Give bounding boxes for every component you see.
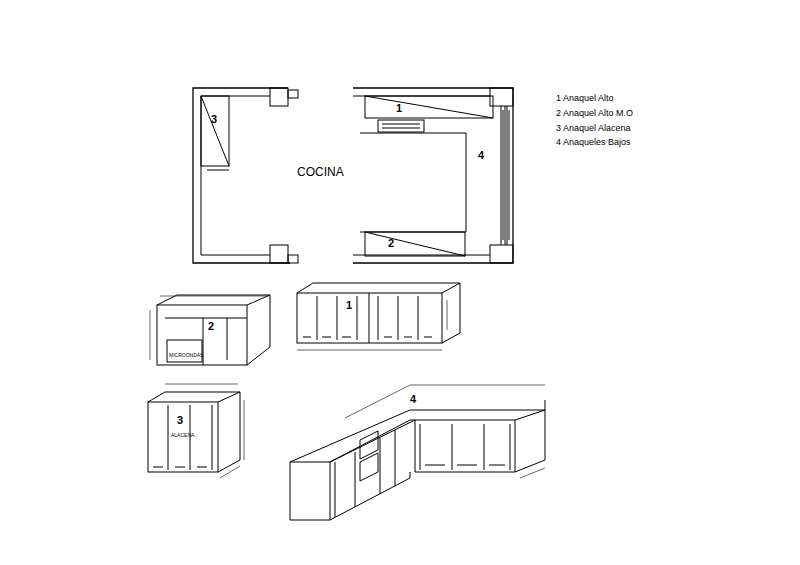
callout-number: 2 xyxy=(208,321,214,332)
callout-number: 4 xyxy=(410,394,416,405)
callout-number: 1 xyxy=(396,103,402,114)
room-name: COCINA xyxy=(297,166,344,178)
callout-number: 2 xyxy=(388,238,394,249)
callout-number: 4 xyxy=(478,150,484,161)
legend-line: 4 Anaqueles Bajos xyxy=(556,138,631,147)
callout-number: 1 xyxy=(346,300,352,311)
part-name: ALACENA xyxy=(171,433,194,438)
legend-line: 2 Anaquel Alto M.O xyxy=(556,109,633,118)
part-name: MICROONDAS xyxy=(169,353,203,358)
legend-line: 3 Anaquel Alacena xyxy=(556,124,631,133)
legend-line: 1 Anaquel Alto xyxy=(556,94,614,103)
callout-number: 3 xyxy=(211,114,217,125)
callout-number: 3 xyxy=(177,415,183,426)
